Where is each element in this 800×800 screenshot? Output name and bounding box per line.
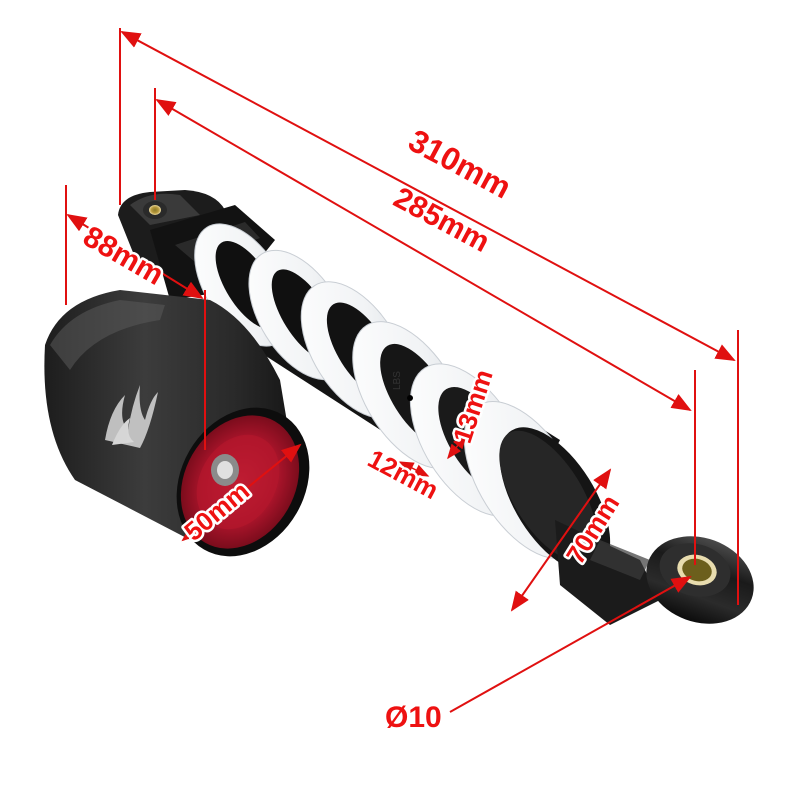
dim-line-70 <box>510 468 612 612</box>
bottom-bushing-bore <box>682 558 712 582</box>
spring-marking: LBS <box>392 371 403 390</box>
flame-logo <box>105 385 158 448</box>
dim-line-12 <box>398 461 430 477</box>
dim-line-13 <box>447 433 467 460</box>
dim-line-50 <box>181 443 302 542</box>
dim-line-88 <box>66 213 204 300</box>
label-bushing-bore: Ø10 <box>385 701 442 734</box>
dim-line-285 <box>155 98 692 412</box>
dim-line-bore <box>449 576 692 713</box>
dimension-annotations <box>65 28 739 713</box>
top-bushing <box>149 205 161 215</box>
